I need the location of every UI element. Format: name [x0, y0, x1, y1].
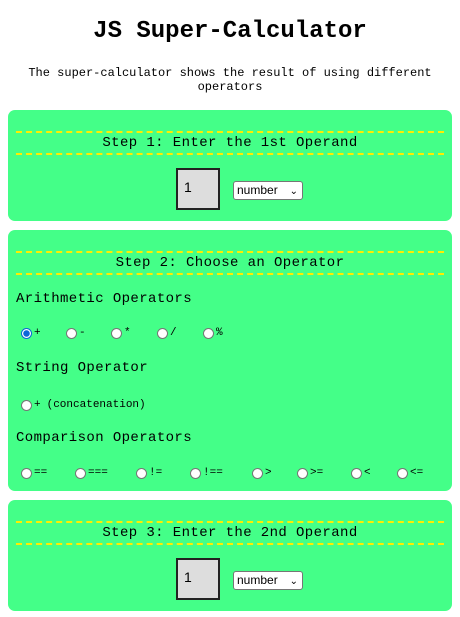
radio-icon[interactable] [21, 399, 32, 411]
comparison-option-label: === [88, 466, 108, 479]
arithmetic-option-label: * [124, 326, 131, 339]
step1-heading: Step 1: Enter the 1st Operand [16, 131, 444, 155]
comparison-option-strict-neq[interactable]: !== [190, 466, 223, 480]
comparison-option-label: !== [203, 466, 223, 479]
radio-icon[interactable] [66, 327, 77, 339]
comparison-option-gt[interactable]: > [252, 466, 272, 480]
arithmetic-option-subtract[interactable]: - [66, 326, 86, 340]
step2-panel: Step 2: Choose an Operator Arithmetic Op… [8, 230, 452, 491]
step3-heading: Step 3: Enter the 2nd Operand [16, 521, 444, 545]
first-operand-input[interactable]: 1 [176, 168, 220, 210]
step3-operand-row: 1 number ⌄ [8, 558, 452, 604]
arithmetic-option-label: / [170, 326, 177, 339]
string-operator-label: String Operator [16, 360, 149, 376]
arithmetic-option-label: - [79, 326, 86, 339]
arithmetic-operators-label: Arithmetic Operators [16, 291, 193, 307]
comparison-operators-label: Comparison Operators [16, 430, 193, 446]
comparison-option-neq[interactable]: != [136, 466, 162, 480]
radio-icon[interactable] [297, 467, 308, 479]
step3-panel: Step 3: Enter the 2nd Operand 1 number ⌄ [8, 500, 452, 611]
radio-icon[interactable] [157, 327, 168, 339]
radio-icon[interactable] [136, 467, 147, 479]
comparison-option-gte[interactable]: >= [297, 466, 323, 480]
first-operand-type-select[interactable]: number ⌄ [233, 181, 303, 200]
arithmetic-option-multiply[interactable]: * [111, 326, 131, 340]
arithmetic-option-label: % [216, 326, 223, 339]
step1-panel: Step 1: Enter the 1st Operand 1 number ⌄ [8, 110, 452, 221]
chevron-down-icon: ⌄ [289, 576, 298, 587]
step2-heading: Step 2: Choose an Operator [16, 251, 444, 275]
arithmetic-option-label: + [34, 326, 41, 339]
comparison-option-label: != [149, 466, 163, 479]
second-operand-type-value: number [237, 573, 278, 587]
comparison-option-label: > [265, 466, 272, 479]
string-option-note: (concatenation) [46, 398, 146, 411]
page-subtitle: The super-calculator shows the result of… [28, 66, 432, 94]
comparison-option-label: >= [310, 466, 324, 479]
string-option-label: + [34, 398, 41, 411]
radio-icon[interactable] [203, 327, 214, 339]
radio-icon[interactable] [351, 467, 362, 479]
comparison-option-lte[interactable]: <= [397, 466, 423, 480]
chevron-down-icon: ⌄ [289, 186, 298, 197]
radio-icon[interactable] [75, 467, 86, 479]
step1-operand-row: 1 number ⌄ [8, 168, 452, 214]
radio-icon[interactable] [111, 327, 122, 339]
page-title: JS Super-Calculator [93, 18, 367, 45]
second-operand-input[interactable]: 1 [176, 558, 220, 600]
arithmetic-option-modulo[interactable]: % [203, 326, 223, 340]
second-operand-type-select[interactable]: number ⌄ [233, 571, 303, 590]
arithmetic-option-add[interactable]: + [21, 326, 41, 340]
radio-icon[interactable] [21, 467, 32, 479]
radio-icon[interactable] [397, 467, 408, 479]
comparison-option-label: < [364, 466, 371, 479]
first-operand-type-value: number [237, 183, 278, 197]
comparison-option-lt[interactable]: < [351, 466, 371, 480]
radio-icon[interactable] [190, 467, 201, 479]
comparison-option-label: <= [410, 466, 424, 479]
comparison-option-eq[interactable]: == [21, 466, 47, 480]
arithmetic-option-divide[interactable]: / [157, 326, 177, 340]
radio-checked-icon[interactable] [21, 327, 32, 339]
radio-icon[interactable] [252, 467, 263, 479]
comparison-option-strict-eq[interactable]: === [75, 466, 108, 480]
comparison-option-label: == [34, 466, 48, 479]
string-option-concat[interactable]: + (concatenation) [21, 398, 146, 412]
